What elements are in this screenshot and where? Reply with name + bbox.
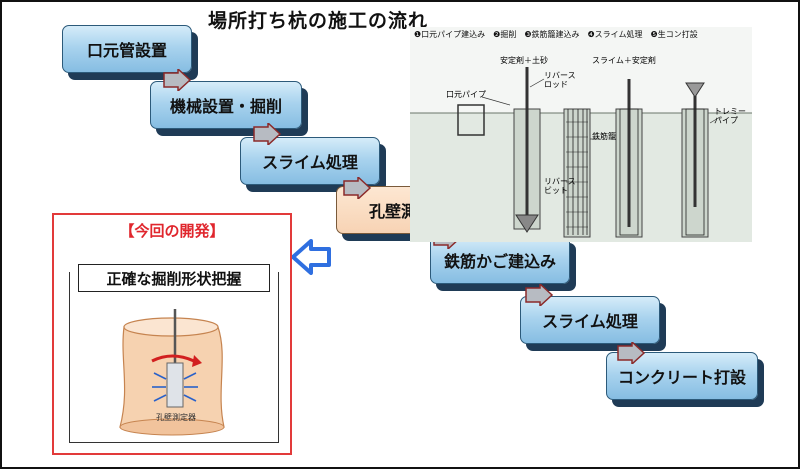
- construction-illustration: ❶口元パイプ建込み ❷掘削 ❸鉄筋籠建込み ❹スライム処理 ❺生コン打設: [410, 27, 752, 242]
- step-6-slime: スライム処理: [520, 296, 660, 344]
- label-reverse-rod: リバース ロッド: [544, 71, 576, 89]
- label-rebar-cage: 鉄筋籠: [592, 132, 616, 141]
- callout-heading: 【今回の開発】: [119, 222, 225, 240]
- illustration-drawing: [410, 67, 752, 238]
- step-1-mouth-pipe: 口元管設置: [62, 25, 192, 73]
- device-label: 孔壁測定器: [156, 413, 196, 422]
- flow-arrow-2-icon: [253, 123, 282, 145]
- diagram-title: 場所打ち杭の施工の流れ: [208, 10, 429, 32]
- label-slime-stabilizer: スライム＋安定剤: [592, 56, 656, 65]
- callout-subheading: 正確な掘削形状把握: [78, 264, 270, 292]
- flow-arrow-3-icon: [343, 177, 372, 199]
- development-callout: 【今回の開発】 正確な掘削形状把握 孔壁測定器: [52, 213, 292, 455]
- step-3-slime: スライム処理: [240, 137, 380, 185]
- callout-pointer-icon: [291, 239, 331, 275]
- step-2-excavation: 機械設置・掘削: [150, 81, 302, 129]
- borehole-measurement-icon: [119, 309, 225, 436]
- callout-inner-frame: [69, 272, 279, 443]
- label-stabilizer-soil: 安定剤＋土砂: [500, 56, 548, 65]
- label-mouth-pipe: 口元パイプ: [446, 90, 486, 99]
- label-tremie-pipe: トレミー パイプ: [714, 107, 746, 125]
- label-reverse-bit: リバース ビット: [544, 177, 576, 195]
- flow-arrow-6-icon: [617, 342, 646, 364]
- flow-arrow-5-icon: [525, 284, 554, 306]
- flow-arrow-1-icon: [163, 69, 192, 91]
- illustration-steps-caption: ❶口元パイプ建込み ❷掘削 ❸鉄筋籠建込み ❹スライム処理 ❺生コン打設: [414, 30, 698, 39]
